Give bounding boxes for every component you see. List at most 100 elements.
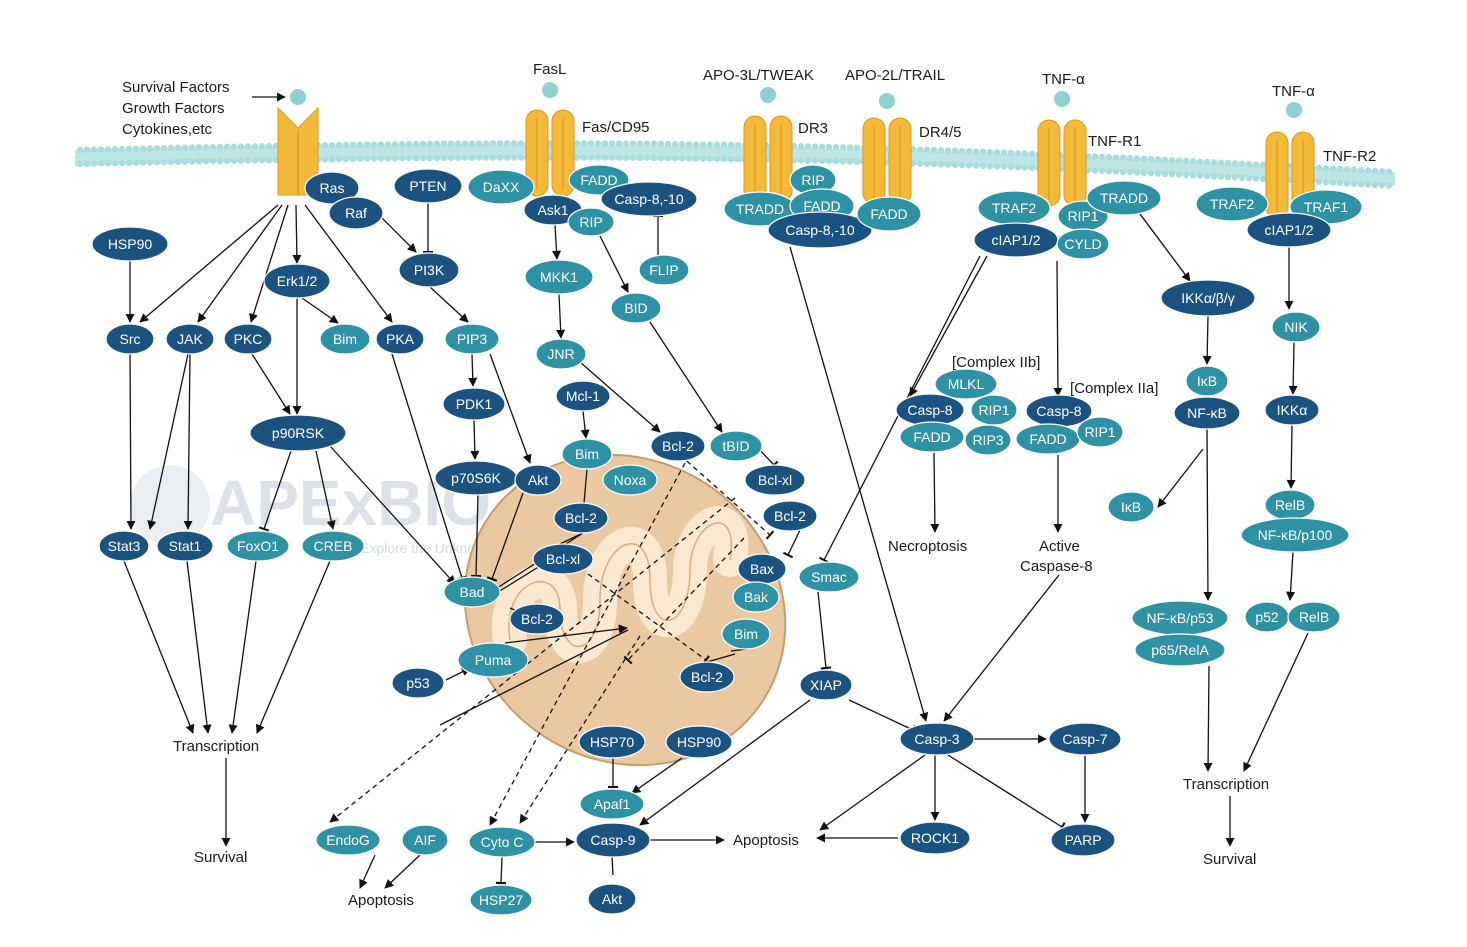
node-ciap-r2[interactable]: cIAP1/2 bbox=[1246, 212, 1332, 248]
node-relb-bottom[interactable]: RelB bbox=[1287, 601, 1341, 633]
node-p70s6k[interactable]: p70S6K bbox=[434, 460, 518, 496]
node-foxo1[interactable]: FoxO1 bbox=[226, 530, 290, 562]
node-fadd-dr45[interactable]: FADD bbox=[856, 196, 922, 232]
node-casp9[interactable]: Casp-9 bbox=[575, 822, 651, 858]
node-casp7[interactable]: Casp-7 bbox=[1048, 722, 1122, 756]
node-noxa[interactable]: Noxa bbox=[602, 464, 658, 496]
node-endog[interactable]: EndoG bbox=[315, 824, 381, 856]
node-jak[interactable]: JAK bbox=[165, 323, 215, 355]
node-ask1[interactable]: Ask1 bbox=[523, 194, 583, 226]
node-pdk1[interactable]: PDK1 bbox=[442, 387, 506, 421]
node-rock1[interactable]: ROCK1 bbox=[899, 821, 971, 855]
node-traf2-r1[interactable]: TRAF2 bbox=[977, 190, 1051, 226]
node-hsp90-top[interactable]: HSP90 bbox=[91, 226, 169, 262]
node-ras[interactable]: Ras bbox=[304, 171, 360, 205]
node-rip1-iib[interactable]: RIP1 bbox=[970, 394, 1018, 426]
node-akt-pi3[interactable]: Akt bbox=[514, 464, 562, 496]
node-p52[interactable]: p52 bbox=[1244, 601, 1290, 633]
node-label: FLIP bbox=[649, 262, 679, 278]
node-shape bbox=[98, 530, 150, 562]
node-daxx[interactable]: DaXX bbox=[467, 169, 535, 205]
node-puma[interactable]: Puma bbox=[457, 642, 529, 678]
node-bim-mcl[interactable]: Bim bbox=[561, 438, 613, 470]
node-mcl1[interactable]: Mcl-1 bbox=[555, 380, 611, 412]
node-pi3k[interactable]: PI3K bbox=[398, 252, 460, 288]
node-bax[interactable]: Bax bbox=[737, 553, 787, 585]
node-nfkb-p100[interactable]: NF-κB/p100 bbox=[1240, 517, 1350, 553]
node-smac[interactable]: Smac bbox=[798, 561, 860, 593]
node-jnr[interactable]: JNR bbox=[535, 338, 587, 370]
node-nik[interactable]: NIK bbox=[1271, 311, 1321, 343]
node-bcl2-e[interactable]: Bcl-2 bbox=[679, 661, 735, 693]
node-pip3[interactable]: PIP3 bbox=[444, 323, 500, 355]
node-pkc[interactable]: PKC bbox=[223, 323, 273, 355]
node-erk[interactable]: Erk1/2 bbox=[263, 263, 331, 299]
node-cyld[interactable]: CYLD bbox=[1056, 228, 1110, 260]
node-hsp90-bottom[interactable]: HSP90 bbox=[665, 725, 733, 759]
node-traf2-r2[interactable]: TRAF2 bbox=[1195, 186, 1269, 222]
node-ikb-side[interactable]: IκB bbox=[1107, 491, 1155, 523]
node-mkk1[interactable]: MKK1 bbox=[524, 259, 594, 295]
node-raf[interactable]: Raf bbox=[328, 196, 384, 230]
node-shape bbox=[535, 338, 587, 370]
node-apaf1[interactable]: Apaf1 bbox=[579, 788, 645, 820]
node-casp8-iia[interactable]: Casp-8 bbox=[1025, 394, 1093, 428]
node-hsp27[interactable]: HSP27 bbox=[469, 884, 533, 916]
node-casp810-fas[interactable]: Casp-8,-10 bbox=[600, 181, 698, 217]
node-bclxl-a[interactable]: Bcl-xl bbox=[744, 464, 806, 496]
lipid-head bbox=[853, 144, 861, 151]
node-stat3[interactable]: Stat3 bbox=[98, 530, 150, 562]
node-shape bbox=[561, 438, 613, 470]
node-p90rsk[interactable]: p90RSK bbox=[249, 414, 347, 452]
node-bclxl-b[interactable]: Bcl-xl bbox=[532, 543, 594, 575]
node-nfkb-p53[interactable]: NF-κB/p53 bbox=[1131, 600, 1229, 636]
node-rip3[interactable]: RIP3 bbox=[964, 424, 1012, 456]
node-parp[interactable]: PARP bbox=[1050, 823, 1116, 857]
node-ciap-r1[interactable]: cIAP1/2 bbox=[973, 222, 1059, 258]
node-akt-bottom[interactable]: Akt bbox=[587, 883, 637, 915]
node-ikb-top[interactable]: IκB bbox=[1185, 365, 1229, 397]
node-fadd-iia[interactable]: FADD bbox=[1015, 423, 1081, 455]
node-rip1-iia[interactable]: RIP1 bbox=[1076, 416, 1124, 448]
node-nfkb[interactable]: NF-κB bbox=[1173, 396, 1241, 430]
node-relb-top[interactable]: RelB bbox=[1264, 489, 1316, 521]
node-p53[interactable]: p53 bbox=[391, 667, 445, 699]
node-bid[interactable]: BID bbox=[610, 292, 662, 324]
node-bim-c[interactable]: Bim bbox=[721, 618, 771, 650]
node-tradd-r1[interactable]: TRADD bbox=[1086, 180, 1162, 216]
node-bcl2-a[interactable]: Bcl-2 bbox=[650, 430, 706, 462]
node-tbid[interactable]: tBID bbox=[709, 430, 763, 462]
node-casp8-iib[interactable]: Casp-8 bbox=[895, 393, 965, 427]
node-pka[interactable]: PKA bbox=[375, 323, 425, 355]
node-pten[interactable]: PTEN bbox=[393, 168, 463, 204]
node-mlkl[interactable]: MLKL bbox=[934, 368, 998, 400]
lipid-head bbox=[97, 146, 105, 153]
node-bcl2-d[interactable]: Bcl-2 bbox=[509, 603, 565, 635]
node-fadd-iib[interactable]: FADD bbox=[899, 421, 965, 453]
node-bim-erk[interactable]: Bim bbox=[319, 323, 371, 355]
node-stat1[interactable]: Stat1 bbox=[156, 530, 214, 562]
node-ikk-abg[interactable]: IKKα/β/γ bbox=[1160, 279, 1256, 317]
node-hsp70[interactable]: HSP70 bbox=[578, 725, 646, 759]
node-bcl2-c[interactable]: Bcl-2 bbox=[762, 500, 818, 532]
node-src[interactable]: Src bbox=[105, 323, 155, 355]
node-rip-fas[interactable]: RIP bbox=[567, 207, 615, 237]
node-tradd-dr3[interactable]: TRADD bbox=[723, 191, 797, 227]
node-bcl2-b[interactable]: Bcl-2 bbox=[553, 502, 609, 534]
node-casp810-dr[interactable]: Casp-8,-10 bbox=[767, 211, 873, 249]
node-bad[interactable]: Bad bbox=[443, 576, 501, 608]
node-xiap[interactable]: XIAP bbox=[799, 669, 853, 701]
node-creb[interactable]: CREB bbox=[301, 530, 365, 562]
lipid-head bbox=[419, 154, 427, 162]
label-caspase8: Caspase-8 bbox=[1020, 558, 1093, 575]
node-p65rela[interactable]: p65/RelA bbox=[1134, 633, 1226, 667]
lipid-head bbox=[685, 155, 693, 162]
node-flip[interactable]: FLIP bbox=[638, 254, 690, 286]
node-aif[interactable]: AIF bbox=[401, 824, 449, 856]
node-bak[interactable]: Bak bbox=[732, 581, 780, 613]
node-casp3[interactable]: Casp-3 bbox=[899, 722, 975, 756]
node-cytoc[interactable]: Cyto C bbox=[468, 826, 536, 858]
label-growth-factors: Growth Factors bbox=[122, 100, 225, 117]
edge-57 bbox=[1203, 665, 1213, 772]
node-ikka[interactable]: IKKα bbox=[1264, 394, 1320, 426]
